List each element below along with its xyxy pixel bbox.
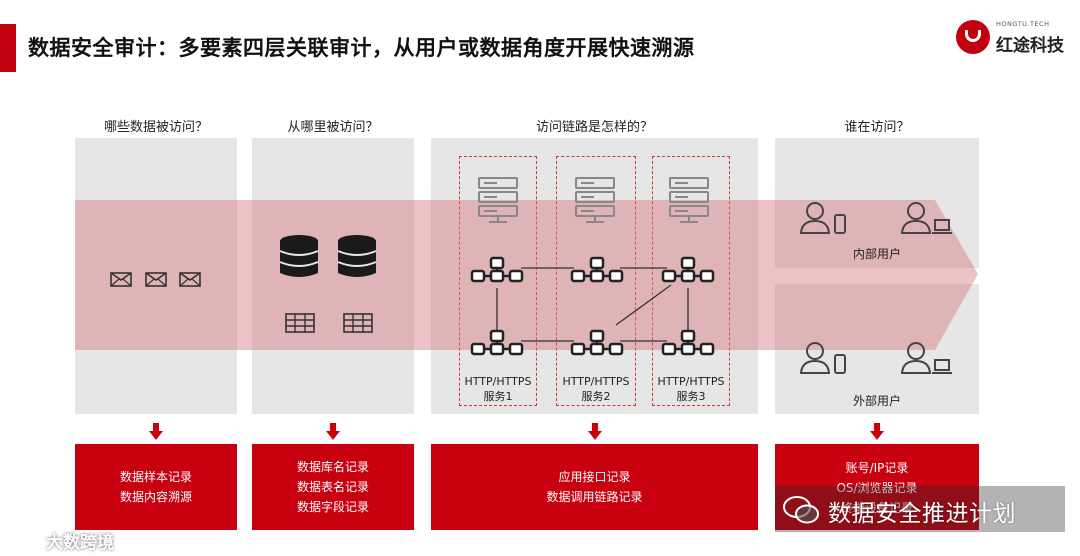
envelope-icon bbox=[145, 272, 167, 287]
result-box-data: 数据样本记录 数据内容溯源 bbox=[75, 444, 237, 530]
result-line: OS/浏览器记录 bbox=[836, 481, 918, 495]
watermark-overlay bbox=[775, 486, 1065, 532]
service-1-protocol: HTTP/HTTPS bbox=[464, 375, 532, 388]
down-arrow-icon bbox=[870, 423, 884, 440]
external-users-label: 外部用户 bbox=[852, 394, 901, 408]
down-arrow-icon bbox=[588, 423, 602, 440]
service-3-label: HTTP/HTTPS 服务3 bbox=[652, 374, 730, 404]
result-line: 数据库名记录 bbox=[296, 460, 369, 474]
result-line: 账号/IP记录 bbox=[845, 461, 909, 475]
network-node-icon bbox=[470, 329, 524, 356]
service-1-name: 服务1 bbox=[483, 390, 513, 403]
watermark-left-text: 大数跨境 bbox=[46, 533, 114, 553]
user-desktop-icon bbox=[901, 202, 953, 234]
question-location: 从哪里被访问？ bbox=[287, 120, 379, 135]
result-line: 应用接口记录 bbox=[558, 470, 631, 484]
network-node-icon bbox=[661, 256, 715, 283]
watermark-logo-icon bbox=[10, 528, 43, 546]
service-3-name: 服务3 bbox=[676, 390, 706, 403]
user-mobile-icon bbox=[800, 202, 846, 234]
internal-users-label: 内部用户 bbox=[852, 247, 901, 261]
result-line: 数据调用链路记录 bbox=[546, 490, 643, 504]
logo-english-text: HONGTU.TECH bbox=[996, 20, 1050, 28]
watermark-right-text: 数据安全推进计划 bbox=[828, 501, 1016, 527]
down-arrow-icon bbox=[326, 423, 340, 440]
result-line: 数据样本记录 bbox=[119, 470, 192, 484]
question-data: 哪些数据被访问？ bbox=[103, 120, 208, 135]
logo-chinese-text: 红途科技 bbox=[996, 36, 1064, 56]
company-logo: HONGTU.TECH 红途科技 bbox=[956, 18, 1074, 58]
logo-badge-icon bbox=[956, 20, 990, 54]
result-line: 终端设备记录 bbox=[840, 501, 913, 515]
service-2-name: 服务2 bbox=[581, 390, 611, 403]
database-icon bbox=[337, 234, 377, 278]
down-arrow-icon bbox=[149, 423, 163, 440]
user-mobile-icon bbox=[800, 342, 846, 374]
service-2-label: HTTP/HTTPS 服务2 bbox=[556, 374, 636, 404]
network-node-icon bbox=[570, 329, 624, 356]
service-3-box bbox=[652, 156, 730, 406]
wechat-icon bbox=[783, 496, 819, 524]
panel-location bbox=[252, 138, 414, 414]
result-box-link: 应用接口记录 数据调用链路记录 bbox=[431, 444, 758, 530]
server-icon bbox=[575, 177, 615, 223]
result-box-location: 数据库名记录 数据表名记录 数据字段记录 bbox=[252, 444, 414, 530]
panel-external-users bbox=[775, 284, 979, 414]
network-node-icon bbox=[570, 256, 624, 283]
service-1-label: HTTP/HTTPS 服务1 bbox=[459, 374, 537, 404]
result-line: 数据字段记录 bbox=[296, 500, 369, 514]
panel-data bbox=[75, 138, 237, 414]
question-link: 访问链路是怎样的？ bbox=[535, 120, 653, 135]
table-icon bbox=[285, 313, 315, 333]
service-2-box bbox=[556, 156, 636, 406]
service-3-protocol: HTTP/HTTPS bbox=[657, 375, 725, 388]
server-icon bbox=[478, 177, 518, 223]
database-icon bbox=[279, 234, 319, 278]
table-icon bbox=[343, 313, 373, 333]
network-node-icon bbox=[470, 256, 524, 283]
network-node-icon bbox=[661, 329, 715, 356]
user-desktop-icon bbox=[901, 342, 953, 374]
question-who: 谁在访问？ bbox=[844, 120, 910, 135]
service-1-box bbox=[459, 156, 537, 406]
envelope-icon bbox=[110, 272, 132, 287]
title-accent-bar bbox=[0, 24, 16, 72]
server-icon bbox=[669, 177, 709, 223]
panel-internal-users bbox=[775, 138, 979, 268]
envelope-icon bbox=[179, 272, 201, 287]
service-2-protocol: HTTP/HTTPS bbox=[562, 375, 630, 388]
slide-title: 数据安全审计：多要素四层关联审计，从用户或数据角度开展快速溯源 bbox=[28, 36, 695, 60]
result-line: 数据表名记录 bbox=[296, 480, 369, 494]
result-line: 数据内容溯源 bbox=[119, 490, 192, 504]
